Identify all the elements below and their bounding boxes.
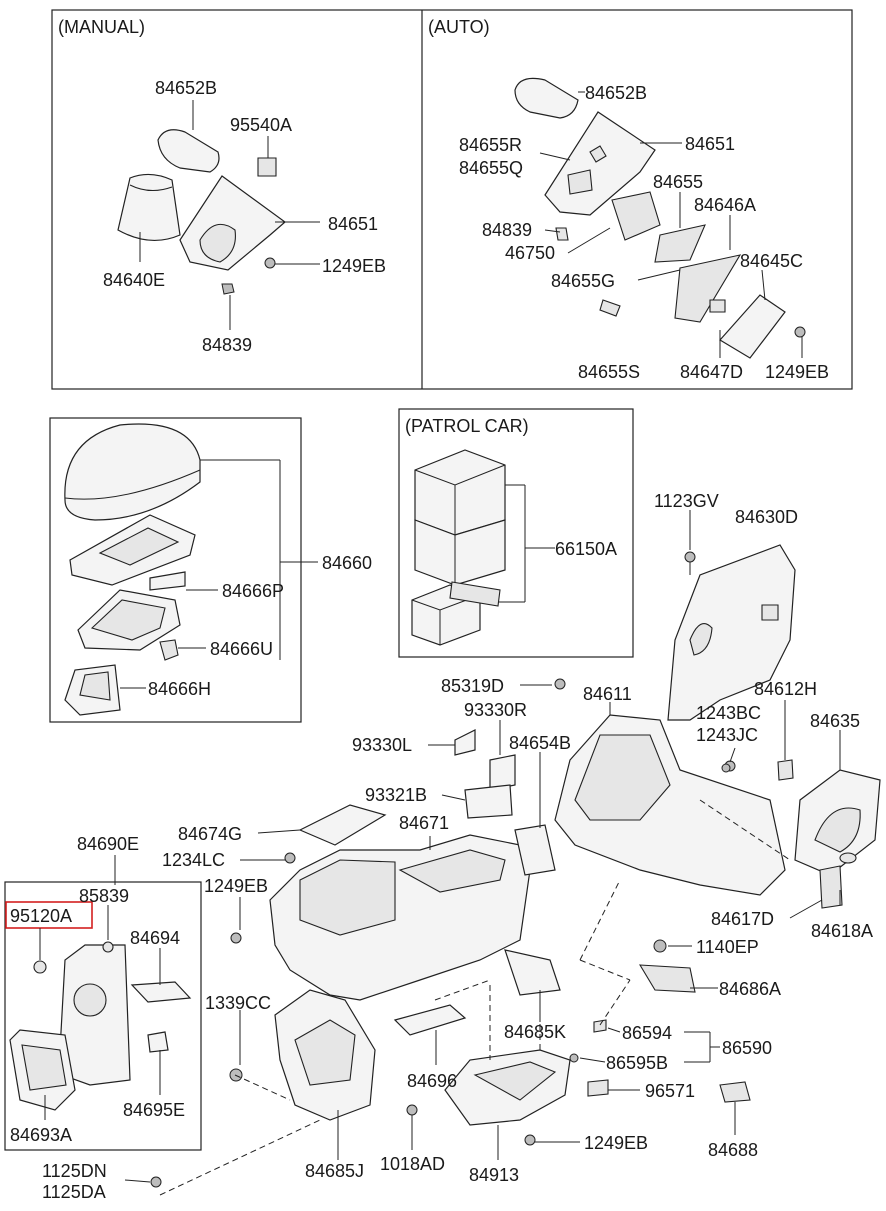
label-84913: 84913 — [469, 1165, 519, 1185]
label-84660: 84660 — [322, 553, 372, 573]
label-84652B-manual: 84652B — [155, 78, 217, 98]
label-84651-auto: 84651 — [685, 134, 735, 154]
label-1125DA: 1125DA — [42, 1182, 106, 1202]
label-84647D: 84647D — [680, 362, 743, 382]
label-1140EP: 1140EP — [696, 937, 759, 957]
armrest-frame — [49, 417, 302, 723]
label-84690E: 84690E — [77, 834, 139, 854]
label-84839-manual: 84839 — [202, 335, 252, 355]
label-84685K: 84685K — [504, 1022, 566, 1042]
label-84617D: 84617D — [711, 909, 774, 929]
label-1234LC: 1234LC — [162, 850, 225, 870]
label-84666P: 84666P — [222, 581, 284, 601]
label-1249EB-lower: 1249EB — [584, 1133, 648, 1153]
label-84652B-auto: 84652B — [585, 83, 647, 103]
label-84645C: 84645C — [740, 251, 803, 271]
label-84655: 84655 — [653, 172, 703, 192]
auto-parts — [514, 77, 806, 359]
label-84693A: 84693A — [10, 1125, 72, 1145]
label-66150A: 66150A — [555, 539, 617, 559]
patrol-car-parts — [411, 449, 506, 646]
label-1243JC: 1243JC — [696, 725, 758, 745]
auto-leaders — [539, 91, 803, 358]
label-84696: 84696 — [407, 1071, 457, 1091]
label-1249EB-console: 1249EB — [204, 876, 268, 896]
manual-leaders — [139, 100, 320, 330]
label-84694: 84694 — [130, 928, 180, 948]
highlight-box-95120A — [5, 901, 93, 929]
label-84666U: 84666U — [210, 639, 273, 659]
label-84651-manual: 84651 — [328, 214, 378, 234]
label-85319D: 85319D — [441, 676, 504, 696]
label-1249EB-auto: 1249EB — [765, 362, 829, 382]
label-84655S: 84655S — [578, 362, 640, 382]
assembly-lines — [159, 799, 791, 1196]
label-95540A: 95540A — [230, 115, 292, 135]
label-84630D: 84630D — [735, 507, 798, 527]
armrest-leaders — [120, 459, 318, 689]
label-84666H: 84666H — [148, 679, 211, 699]
label-1018AD: 1018AD — [380, 1154, 445, 1174]
label-84671: 84671 — [399, 813, 449, 833]
manual-section-title: (MANUAL) — [58, 17, 145, 37]
label-84839-auto: 84839 — [482, 220, 532, 240]
label-84655G: 84655G — [551, 271, 615, 291]
label-93330R: 93330R — [464, 700, 527, 720]
label-1125DN: 1125DN — [42, 1161, 107, 1181]
label-84695E: 84695E — [123, 1100, 185, 1120]
patrol-car-section-title: (PATROL CAR) — [405, 416, 529, 436]
label-95120A: 95120A — [10, 906, 72, 926]
auto-section-title: (AUTO) — [428, 17, 490, 37]
label-93321B: 93321B — [365, 785, 427, 805]
label-84640E: 84640E — [103, 270, 165, 290]
side-panels — [554, 544, 881, 993]
label-96571: 96571 — [645, 1081, 695, 1101]
label-86594: 86594 — [622, 1023, 672, 1043]
label-84618A: 84618A — [811, 921, 873, 941]
label-1249EB-manual: 1249EB — [322, 256, 386, 276]
label-1243BC: 1243BC — [696, 703, 761, 723]
patrol-car-frame — [398, 408, 634, 658]
label-85839: 85839 — [79, 886, 129, 906]
label-86590: 86590 — [722, 1038, 772, 1058]
manual-parts — [117, 129, 286, 295]
rear-panel-parts — [9, 941, 192, 1111]
label-84646A: 84646A — [694, 195, 756, 215]
label-84611: 84611 — [583, 684, 632, 704]
label-84635: 84635 — [810, 711, 860, 731]
label-84685J: 84685J — [305, 1161, 364, 1181]
label-86595B: 86595B — [606, 1053, 668, 1073]
label-84655Q: 84655Q — [459, 158, 523, 178]
patrol-car-leaders — [498, 484, 555, 603]
label-84686A: 84686A — [719, 979, 781, 999]
label-1123GV: 1123GV — [654, 491, 719, 511]
label-84654B: 84654B — [509, 733, 571, 753]
center-console — [150, 678, 751, 1188]
label-1339CC: 1339CC — [205, 993, 271, 1013]
label-93330L: 93330L — [352, 735, 412, 755]
label-46750: 46750 — [505, 243, 555, 263]
armrest-parts — [64, 423, 201, 716]
lower-leaders — [39, 510, 841, 1183]
manual-auto-frame — [51, 9, 853, 390]
label-84655R: 84655R — [459, 135, 522, 155]
rear-panel-frame — [4, 881, 202, 1151]
label-84612H: 84612H — [754, 679, 817, 699]
label-84674G: 84674G — [178, 824, 242, 844]
label-84688: 84688 — [708, 1140, 758, 1160]
